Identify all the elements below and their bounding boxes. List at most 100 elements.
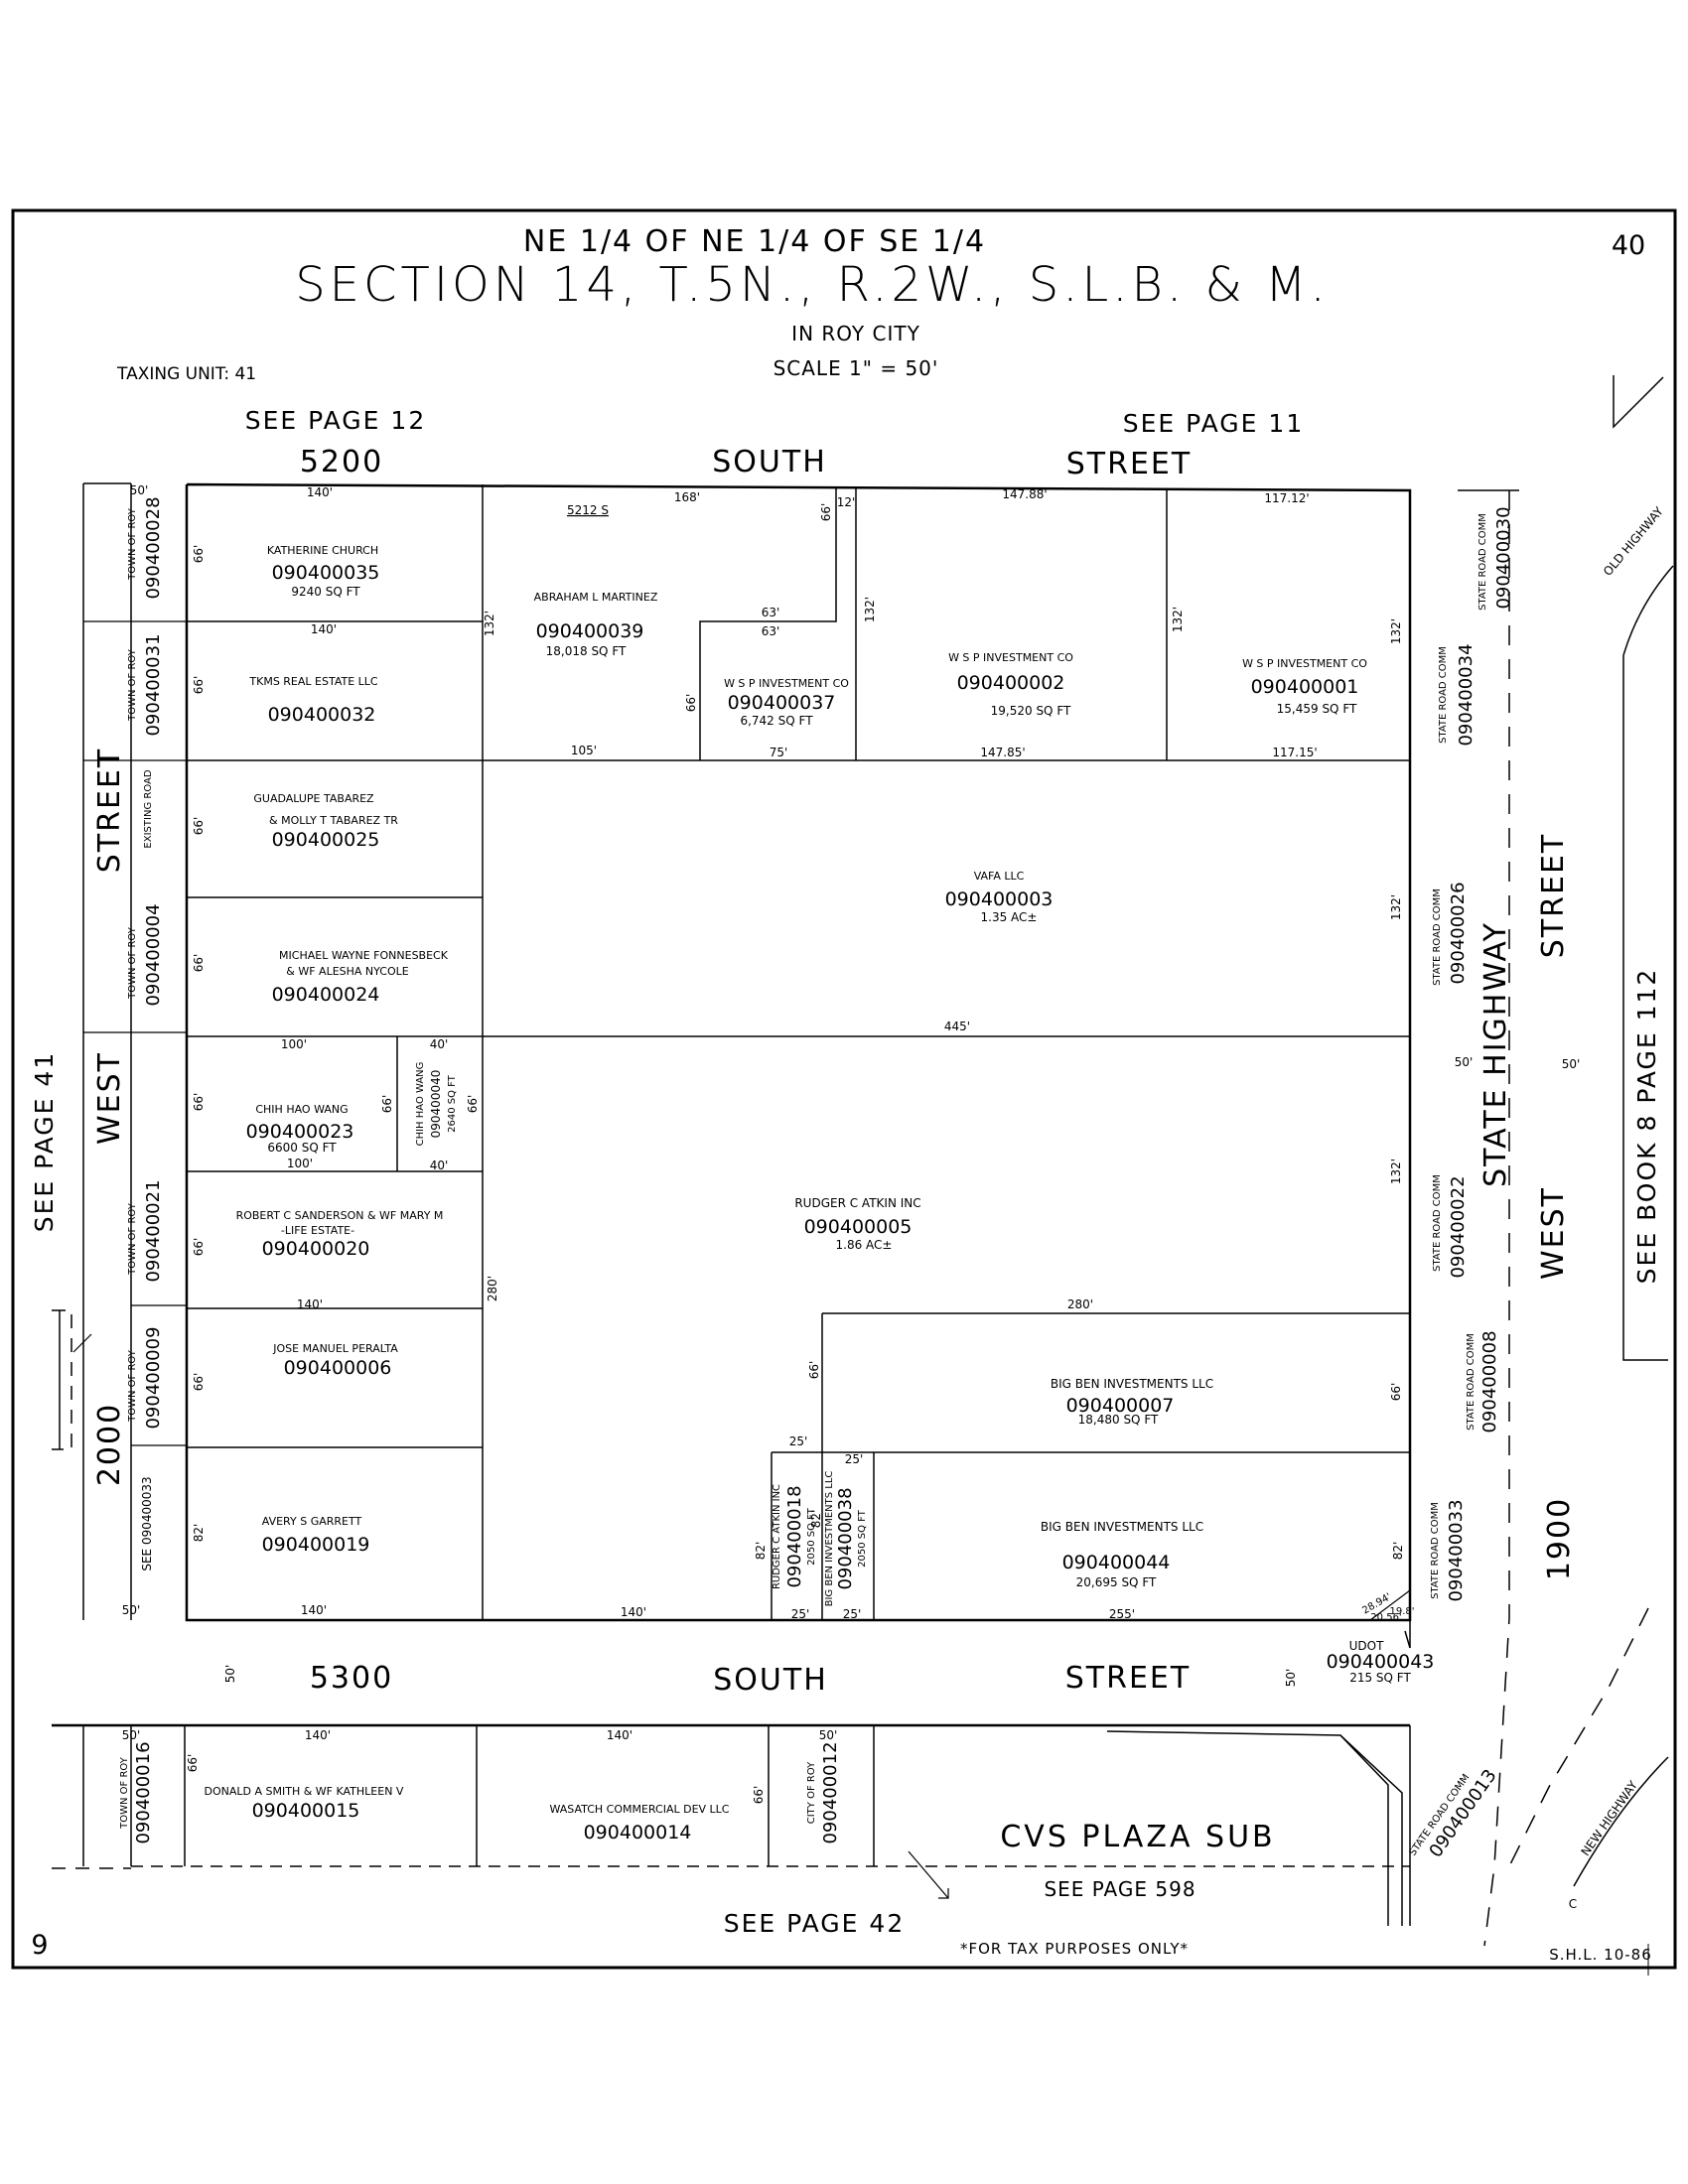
- parcel-owner: W S P INVESTMENT CO: [724, 677, 849, 690]
- parcel-id: 090400006: [284, 1357, 392, 1379]
- dim: 20.56': [1370, 1612, 1401, 1623]
- parcel-owner: CHIH HAO WANG: [415, 1062, 426, 1147]
- parcel-owner: MICHAEL WAYNE FONNESBECK: [279, 949, 449, 962]
- parcel-area: 1.86 AC±: [836, 1238, 893, 1252]
- dim: 63': [762, 624, 780, 638]
- parcel-area: 2640 SQ FT: [447, 1074, 458, 1133]
- parcel-area: 2050 SQ FT: [857, 1509, 868, 1568]
- dim: 140': [607, 1728, 633, 1742]
- parcel-owner: ABRAHAM L MARTINEZ: [534, 591, 658, 604]
- parcel-id: 090400005: [804, 1216, 913, 1238]
- parcel-owner: ROBERT C SANDERSON & WF MARY M: [236, 1209, 444, 1222]
- dim: 66': [1389, 1383, 1403, 1402]
- dim: 19.8': [1389, 1606, 1414, 1617]
- parcel-address: 5212 S: [567, 503, 609, 517]
- map-frame: [11, 208, 1677, 1970]
- dim: 75': [770, 746, 788, 759]
- strip-id: 090400031: [143, 633, 164, 736]
- dim: 50': [819, 1728, 838, 1742]
- dim: 25': [845, 1452, 864, 1466]
- parcel-owner-2: & WF ALESHA NYCOLE: [286, 965, 408, 978]
- parcel-area: 19,520 SQ FT: [991, 704, 1071, 718]
- parcel-owner: KATHERINE CHURCH: [267, 544, 378, 557]
- parcel-area: 6,742 SQ FT: [740, 714, 813, 728]
- parcel-owner: W S P INVESTMENT CO: [948, 651, 1073, 664]
- dim: 445': [944, 1020, 970, 1033]
- strip-id: 090400016: [133, 1741, 154, 1843]
- parcel-area: 15,459 SQ FT: [1277, 702, 1357, 716]
- dim: 63': [762, 606, 780, 619]
- parcel-owner: BIG BEN INVESTMENTS LLC: [824, 1471, 835, 1607]
- see-page-11: SEE PAGE 11: [1123, 409, 1304, 438]
- title-line-1: NE 1/4 OF NE 1/4 OF SE 1/4: [523, 224, 986, 259]
- east-street-label: STREET: [1536, 833, 1571, 958]
- dim: 117.12': [1264, 491, 1309, 505]
- west-west-label: WEST: [92, 1051, 127, 1145]
- dim: 50': [122, 1603, 141, 1617]
- dimension-labels: 50' 140' 168' 12' 66' 147.88' 117.12' 66…: [122, 483, 1581, 1687]
- dim: 66': [192, 1373, 206, 1392]
- strip-id: 090400030: [1493, 506, 1514, 609]
- see-page-42: SEE PAGE 42: [724, 1909, 905, 1938]
- see-page-12: SEE PAGE 12: [245, 406, 426, 435]
- parcel-id: 090400018: [784, 1485, 805, 1587]
- west-2000-label: 2000: [92, 1403, 127, 1486]
- dim: 12': [837, 495, 856, 509]
- parcel-area: 18,018 SQ FT: [546, 644, 627, 658]
- see-parcel-ref: SEE 090400033: [140, 1476, 154, 1570]
- strip-id: 090400009: [143, 1326, 164, 1429]
- parcel-id: 090400023: [246, 1121, 354, 1143]
- dim: 140': [307, 485, 333, 499]
- strip-id: 090400026: [1448, 882, 1469, 984]
- dim: 140': [621, 1605, 646, 1619]
- strip-label: TOWN OF ROY: [119, 1756, 130, 1830]
- dim: 50': [1284, 1669, 1298, 1688]
- dim: 280': [1067, 1297, 1093, 1311]
- dim: 117.15': [1272, 746, 1317, 759]
- dim: 100': [281, 1037, 307, 1051]
- dim: 82': [809, 1510, 823, 1529]
- parcel-id: 090400037: [728, 692, 836, 714]
- parcel-owner: W S P INVESTMENT CO: [1242, 657, 1367, 670]
- east-strips: STATE ROAD COMM 090400030 STATE ROAD COM…: [1407, 506, 1514, 1861]
- dim: 140': [305, 1728, 331, 1742]
- west-strips: TOWN OF ROY 090400028 TOWN OF ROY 090400…: [119, 496, 841, 1843]
- dim: 40': [430, 1159, 449, 1172]
- scale-label: SCALE 1" = 50': [774, 356, 939, 380]
- parcel-owner: BIG BEN INVESTMENTS LLC: [1051, 1377, 1213, 1391]
- dim: 140': [301, 1603, 327, 1617]
- parcel-id: 090400035: [272, 562, 380, 584]
- strip-id: 090400004: [143, 903, 164, 1006]
- dim: 40': [430, 1037, 449, 1051]
- dim: 66': [684, 694, 698, 713]
- cvs-plaza-sub: CVS PLAZA SUB: [1000, 1820, 1275, 1854]
- dim: 147.88': [1002, 487, 1047, 501]
- south-parcels: 50' 140' 140' 50' 66' 66' DONALD A SMITH…: [122, 1728, 1275, 1854]
- dim: 140': [297, 1297, 323, 1311]
- dim: 255': [1109, 1607, 1135, 1621]
- parcel-id: 090400015: [252, 1800, 360, 1822]
- strip-label: STATE ROAD COMM: [1430, 1502, 1441, 1599]
- see-page-598: SEE PAGE 598: [1044, 1877, 1196, 1901]
- dim: 66': [192, 817, 206, 836]
- dim: 50': [1455, 1055, 1474, 1069]
- strip-id: 090400034: [1456, 643, 1477, 746]
- street-5300-south: SOUTH: [713, 1663, 828, 1698]
- strip-id: 090400033: [1446, 1499, 1467, 1601]
- parcel-id: 090400019: [262, 1534, 370, 1556]
- parcel-id: 090400040: [429, 1070, 443, 1139]
- dim: 25': [843, 1607, 862, 1621]
- parcel-area: 1.35 AC±: [981, 910, 1038, 924]
- dim: 168': [674, 490, 700, 504]
- old-highway-label: OLD HIGHWAY: [1601, 504, 1666, 579]
- parcel-owner: VAFA LLC: [974, 870, 1025, 883]
- dim: 66': [192, 954, 206, 973]
- strip-label: STATE ROAD COMM: [1432, 1174, 1443, 1272]
- parcel-id: 090400001: [1251, 676, 1359, 698]
- east-1900-label: 1900: [1542, 1497, 1577, 1580]
- parcel-id: 090400002: [957, 672, 1065, 694]
- parcel-owner: AVERY S GARRETT: [262, 1515, 362, 1528]
- parcel-owner: RUDGER C ATKIN INC: [794, 1196, 920, 1210]
- dim: 66': [192, 1238, 206, 1257]
